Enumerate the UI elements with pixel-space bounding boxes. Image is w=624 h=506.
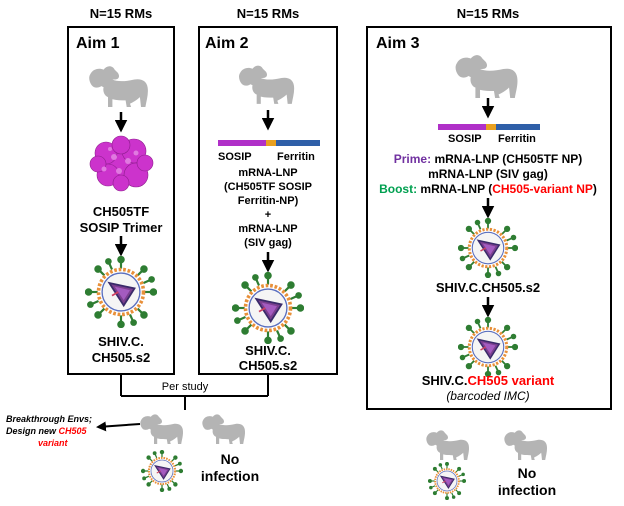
- virus-icon: [458, 317, 518, 377]
- aim2-vaccine-line: (SIV gag): [244, 237, 292, 249]
- virus-icon: [458, 218, 518, 278]
- merge-no-infection-line1: No: [221, 451, 240, 467]
- protein-trimer-icon: [89, 135, 154, 192]
- monkey-icon: [239, 65, 295, 104]
- aim2-challenge-line2: CH505.s2: [239, 358, 298, 373]
- aim1-immunogen-line2: SOSIP Trimer: [80, 220, 163, 235]
- aim2-vaccine-line: Ferritin-NP): [238, 195, 299, 207]
- aim3-box: [366, 26, 612, 410]
- monkey-icon: [202, 414, 246, 444]
- aim2-group-size: N=15 RMs: [237, 6, 300, 21]
- aim1-title: Aim 1: [76, 35, 120, 52]
- monkey-icon: [140, 414, 184, 444]
- aim2-vaccine-line: +: [265, 209, 271, 221]
- arrow-icon: [96, 421, 141, 432]
- side-note-line3: variant: [38, 438, 69, 448]
- sosip-ferritin-construct: [218, 140, 320, 146]
- aim3-title: Aim 3: [376, 35, 420, 52]
- monkey-icon: [504, 430, 548, 460]
- aim2-challenge-line1: SHIV.C.: [245, 343, 291, 358]
- monkey-icon: [89, 66, 148, 107]
- per-study-label: Per study: [162, 381, 209, 393]
- aim3-prime-line2: mRNA-LNP (SIV gag): [428, 167, 548, 181]
- aim2-title: Aim 2: [205, 35, 249, 52]
- aim3-challenge1: SHIV.C.CH505.s2: [436, 280, 540, 295]
- merge-no-infection-line2: infection: [201, 468, 259, 484]
- merge-bracket: [120, 374, 269, 410]
- sosip-ferritin-construct: [438, 124, 540, 130]
- monkey-icon: [455, 55, 518, 98]
- aim2-construct-sosip: SOSIP: [218, 151, 252, 163]
- aim2-vaccine-line: (CH505TF SOSIP: [224, 181, 312, 193]
- aim3-construct-ferritin: Ferritin: [498, 133, 536, 145]
- side-note-line2: Design new CH505: [6, 426, 88, 436]
- aim3-challenge2-note: (barcoded IMC): [446, 389, 529, 403]
- side-note-line1: Breakthrough Envs;: [6, 414, 92, 424]
- aim1-group-size: N=15 RMs: [90, 6, 153, 21]
- aim3-group-size: N=15 RMs: [457, 6, 520, 21]
- virus-icon: [85, 256, 157, 328]
- monkey-icon: [426, 430, 470, 460]
- virus-icon: [428, 462, 466, 500]
- aim2-construct-ferritin: Ferritin: [277, 151, 315, 163]
- aim3-no-infection-line1: No: [518, 465, 537, 481]
- aim2-vaccine-line: mRNA-LNP: [238, 223, 297, 235]
- aim3-boost-line: Boost: mRNA-LNP (CH505-variant NP): [379, 182, 597, 196]
- aim1-immunogen-line1: CH505TF: [93, 204, 149, 219]
- aim2-vaccine-line: mRNA-LNP: [238, 167, 297, 179]
- virus-icon: [141, 450, 183, 492]
- aim3-no-infection-line2: infection: [498, 482, 556, 498]
- aim3-construct-sosip: SOSIP: [448, 133, 482, 145]
- virus-icon: [232, 272, 304, 344]
- aim3-prime-line: Prime: mRNA-LNP (CH505TF NP): [394, 152, 582, 166]
- aim1-challenge-line1: SHIV.C.: [98, 334, 144, 349]
- aim1-challenge-line2: CH505.s2: [92, 350, 151, 365]
- aim3-challenge2: SHIV.C.CH505 variant: [422, 373, 555, 388]
